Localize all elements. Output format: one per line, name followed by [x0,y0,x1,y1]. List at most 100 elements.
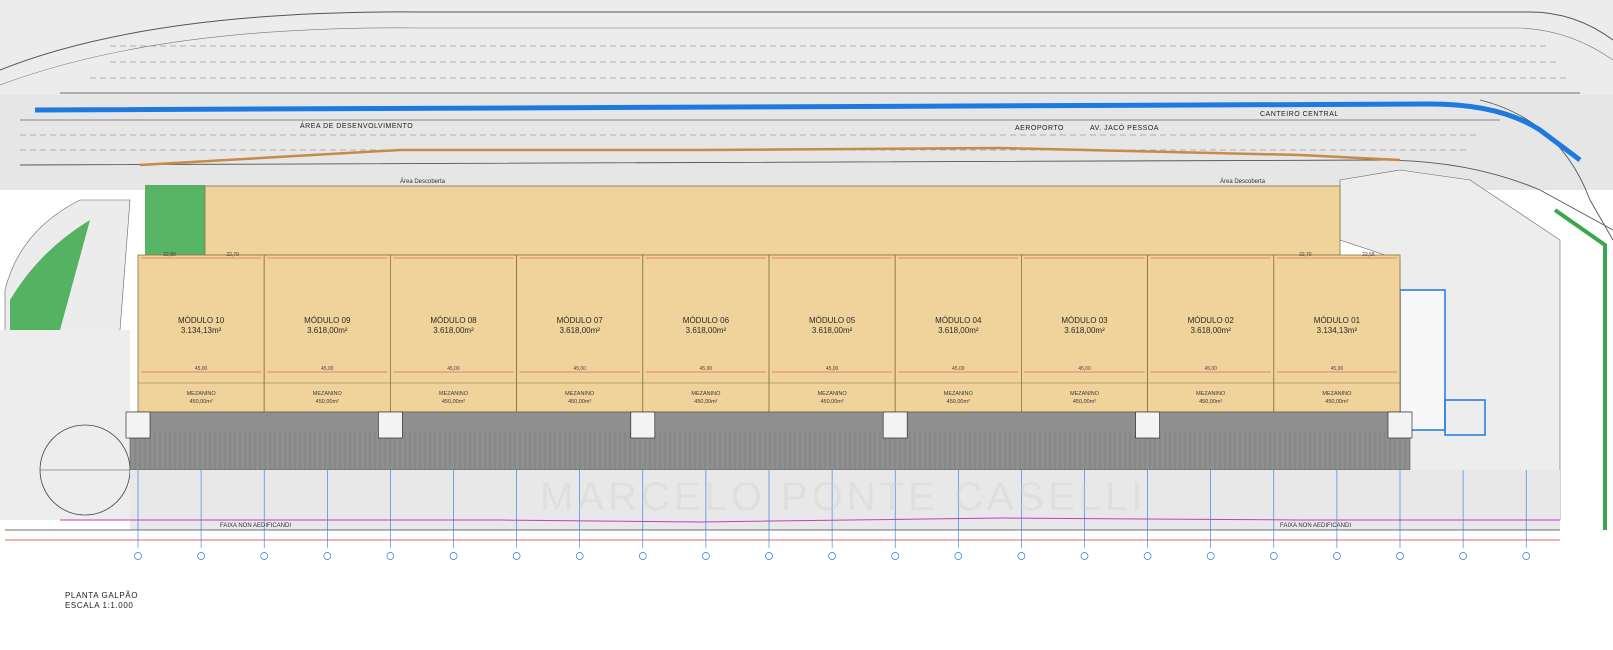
stair-core [125,411,151,439]
mezanino-name: MEZANINO [818,391,848,397]
mezanino-area: 450,00m² [1073,399,1096,405]
mezanino-area: 450,00m² [1199,399,1222,405]
aeroporto-label: AEROPORTO [1015,125,1064,132]
axis-bubble [1396,552,1404,560]
stair-core [882,411,908,439]
module-name: MÓDULO 04 [935,316,982,325]
mezanino-name: MEZANINO [944,391,974,397]
module-width-dim: 45,00 [573,366,586,372]
mezanino-name: MEZANINO [1322,391,1352,397]
module-block [768,254,896,413]
mezanino-area: 450,00m² [694,399,717,405]
axis-bubble [1017,552,1026,560]
module-block [1021,254,1149,413]
mezanino-name: MEZANINO [313,391,343,397]
left-landscape [0,185,205,520]
axis-bubble [323,552,332,560]
axis-bubble [260,552,269,560]
module-block [516,254,644,413]
module-block [137,254,265,413]
axis-bubble [1333,552,1341,560]
mezanino-name: MEZANINO [1196,391,1226,397]
axis-bubble [1080,552,1089,560]
axis-bubble [512,552,521,560]
module-width-dim: 45,00 [447,366,460,372]
axis-bubble [1269,552,1278,560]
mezanino-name: MEZANINO [439,391,469,397]
stair-core [630,411,656,439]
stair-core [1387,411,1413,439]
module-width-dim: 45,00 [952,366,965,372]
axis-bubble [1522,552,1531,560]
module-name: MÓDULO 02 [1188,316,1235,325]
right-split-b-dim: 22,58 [1362,252,1375,258]
canteiro-label: CANTEIRO CENTRAL [1260,111,1339,118]
drawing-title: PLANTA GALPÃO [65,591,138,600]
dock-strip [125,411,1413,471]
access-path [139,146,1401,167]
axis-bubble [386,552,395,560]
mezanino-area: 450,00m² [316,399,339,405]
module-area: 3.618,00m² [433,326,474,335]
area-descoberta-right: Área Descoberta [1220,178,1266,185]
module-width-dim: 45,00 [1078,366,1091,372]
axis-bubble [891,552,900,560]
module-name: MÓDULO 01 [1314,316,1361,325]
module-block [263,254,391,413]
module-width-dim: 45,00 [195,366,208,372]
mezanino-area: 450,00m² [568,399,591,405]
mezanino-name: MEZANINO [691,391,721,397]
axis-bubble [638,552,647,560]
axis-bubble [702,552,710,560]
drawing-scale: ESCALA 1:1.000 [65,601,133,610]
axis-bubble [1206,552,1215,560]
area-descoberta-left: Área Descoberta [400,178,446,185]
mezanino-name: MEZANINO [187,391,217,397]
axis-bubble [828,552,836,560]
module-width-dim: 45,00 [826,366,839,372]
module-top-strip [204,185,1341,256]
module-name: MÓDULO 06 [683,316,730,325]
module-area: 3.618,00m² [686,326,727,335]
module-area: 3.618,00m² [1064,326,1105,335]
watermark-text: MARCELO PONTE CASELLI [540,475,1146,519]
axis-markers [134,470,1531,560]
module-block [894,254,1022,413]
mezanino-name: MEZANINO [1070,391,1100,397]
module-name: MÓDULO 07 [557,316,604,325]
avenue-label: AV. JACÓ PESSOA [1090,123,1159,132]
module-name: MÓDULO 09 [304,316,351,325]
axis-bubble [765,552,773,560]
stair-core [378,411,403,439]
module-area: 3.618,00m² [307,326,348,335]
module-name: MÓDULO 08 [430,316,477,325]
module-area: 3.618,00m² [1190,326,1231,335]
mezanino-area: 450,00m² [1325,399,1348,405]
module-name: MÓDULO 03 [1061,316,1108,325]
mezanino-area: 450,00m² [820,399,843,405]
module-block [1273,254,1401,413]
stair-core [1135,411,1160,439]
mezanino-name: MEZANINO [565,391,595,397]
mezanino-area: 450,00m² [947,399,970,405]
axis-bubble [575,552,584,560]
module-width-dim: 45,00 [700,366,713,372]
bottom-road [5,470,1560,541]
module-width-dim: 45,00 [1331,366,1344,372]
module-block [1147,254,1275,413]
canal-line [34,101,1582,162]
left-split-b-dim: 22,70 [226,252,239,258]
mezanino-area: 450,00m² [442,399,465,405]
faixa-left: FAIXA NON AEDIFICANDI [220,523,291,529]
module-area: 3.618,00m² [559,326,600,335]
module-width-dim: 45,00 [1204,366,1217,372]
module-area: 3.134,13m² [1317,326,1358,335]
axis-bubble [1143,552,1152,560]
mezanino-area: 450,00m² [189,399,212,405]
module-area: 3.618,00m² [938,326,979,335]
faixa-right: FAIXA NON AEDIFICANDI [1280,523,1351,529]
axis-bubble [197,552,205,560]
module-block [389,254,517,413]
module-width-dim: 45,00 [321,366,334,372]
